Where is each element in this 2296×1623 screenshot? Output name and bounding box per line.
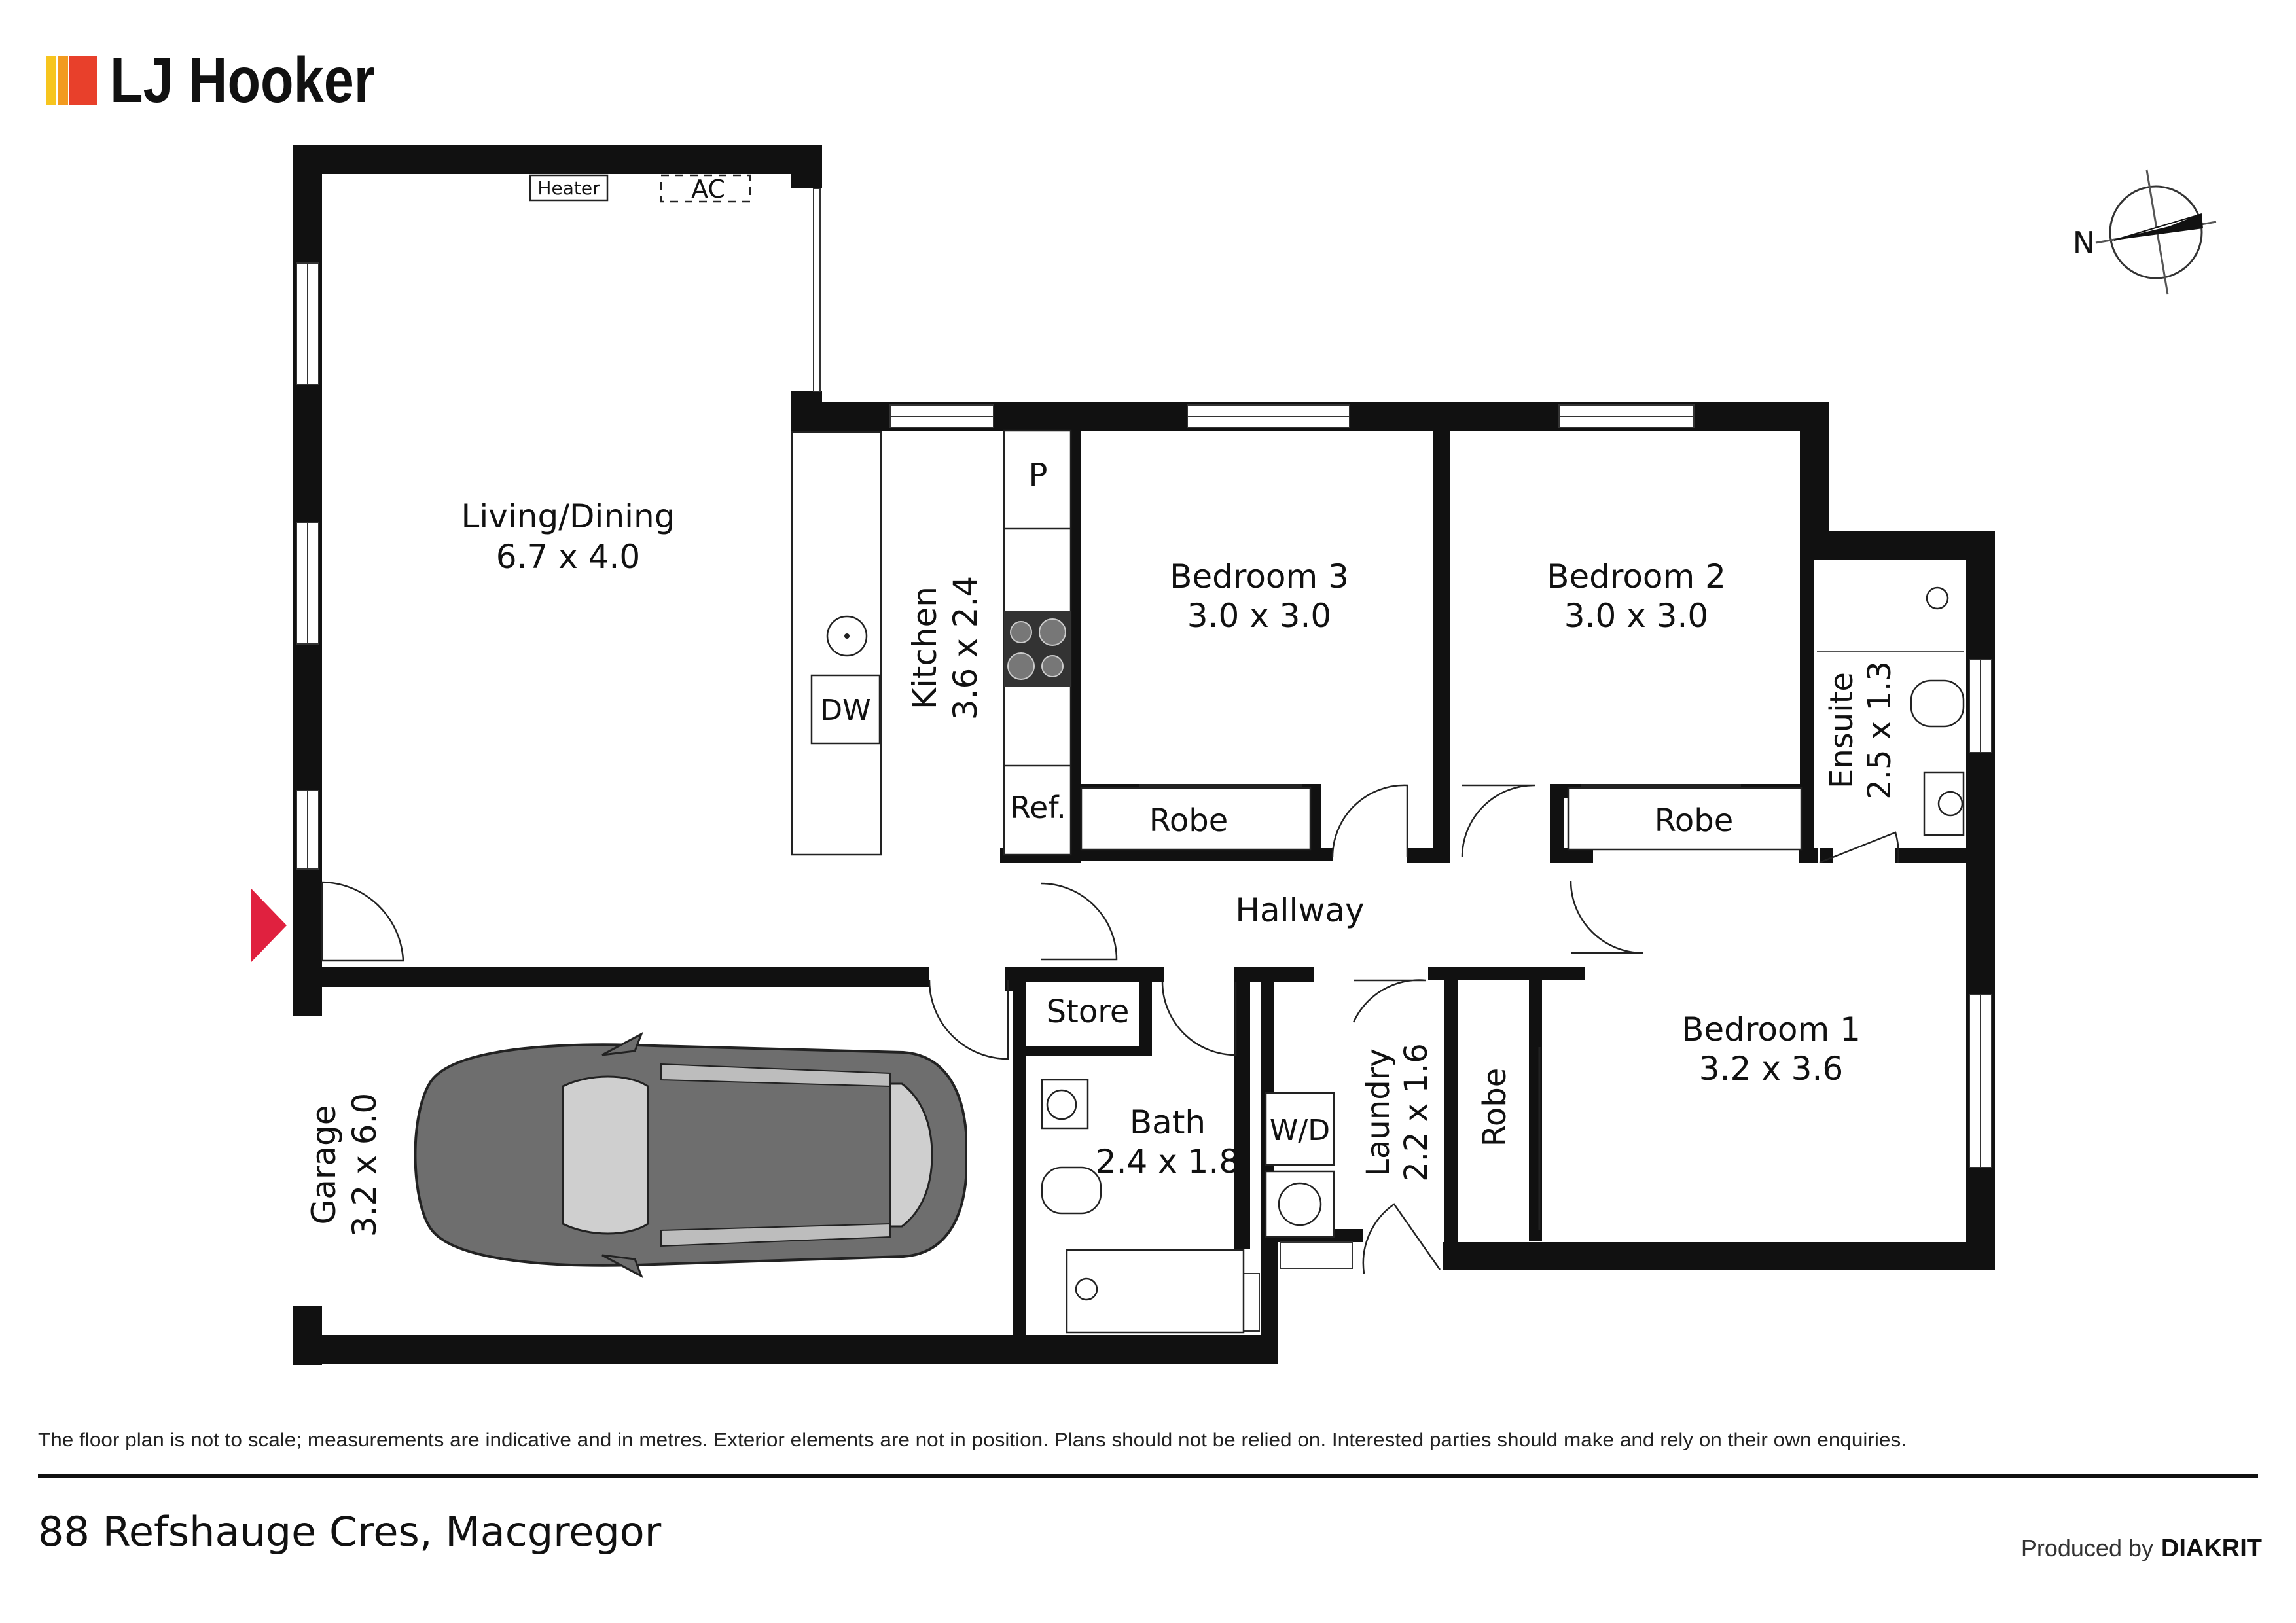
kitchen-size: 3.6 x 2.4 bbox=[946, 576, 984, 720]
produced-by: Produced by DIAKRIT bbox=[2021, 1535, 2262, 1562]
fridge-label: Ref. bbox=[1010, 790, 1066, 825]
garage-size: 3.2 x 6.0 bbox=[346, 1093, 384, 1237]
robe-bedroom-3: Robe bbox=[1080, 784, 1312, 851]
laundry-size: 2.2 x 1.6 bbox=[1398, 1043, 1435, 1182]
laundry-tub bbox=[1265, 1170, 1335, 1238]
laundry-name: Laundry bbox=[1360, 1048, 1397, 1177]
washer-dryer-label: W/D bbox=[1270, 1114, 1330, 1147]
pantry: P bbox=[1029, 457, 1048, 493]
room-labels: Living/Dining 6.7 x 4.0 Kitchen 3.6 x 2.… bbox=[305, 497, 1898, 1237]
store-name: Store bbox=[1047, 993, 1130, 1030]
ensuite-size: 2.5 x 1.3 bbox=[1861, 661, 1898, 800]
bedroom-1-name: Bedroom 1 bbox=[1681, 1010, 1861, 1048]
pantry-label: P bbox=[1029, 457, 1048, 493]
air-conditioner: AC bbox=[660, 174, 751, 204]
ac-label: AC bbox=[691, 175, 725, 204]
robe-bedroom-2: Robe bbox=[1567, 784, 1803, 851]
logo-stripe-orange bbox=[58, 56, 68, 105]
produced-by-company: DIAKRIT bbox=[2161, 1535, 2262, 1562]
kitchen-island bbox=[791, 431, 882, 856]
kitchen-name: Kitchen bbox=[906, 586, 944, 709]
hallway-name: Hallway bbox=[1235, 891, 1364, 929]
heater: Heater bbox=[529, 174, 609, 202]
car-icon bbox=[414, 1031, 967, 1279]
produced-by-prefix: Produced by bbox=[2021, 1535, 2153, 1561]
logo-wordmark: LJ Hooker bbox=[110, 44, 375, 116]
compass-icon: N bbox=[2073, 169, 2217, 295]
robe-bedroom-1: Robe bbox=[1477, 1047, 1541, 1230]
heater-label: Heater bbox=[537, 177, 600, 199]
bath-fixtures bbox=[1041, 1079, 1245, 1334]
ensuite-fixtures bbox=[1817, 586, 1965, 836]
garage-name: Garage bbox=[305, 1105, 343, 1224]
doors bbox=[321, 784, 1899, 1274]
robe-bedroom-1-label: Robe bbox=[1477, 1068, 1513, 1147]
logo-stripe-red bbox=[69, 56, 97, 105]
dishwasher-label: DW bbox=[820, 694, 870, 727]
footer-divider bbox=[38, 1474, 2258, 1478]
bedroom-1-size: 3.2 x 3.6 bbox=[1699, 1050, 1843, 1088]
bedroom-2-size: 3.0 x 3.0 bbox=[1564, 597, 1708, 635]
logo-stripe-yellow bbox=[46, 56, 56, 105]
compass-north-label: N bbox=[2073, 225, 2095, 260]
walls bbox=[293, 145, 1995, 1365]
dishwasher: DW bbox=[810, 674, 881, 745]
ensuite-name: Ensuite bbox=[1823, 672, 1860, 789]
bedroom-3-name: Bedroom 3 bbox=[1170, 558, 1349, 596]
living-name: Living/Dining bbox=[461, 497, 675, 535]
fridge: Ref. bbox=[1010, 790, 1066, 825]
cooktop-icon bbox=[1004, 611, 1071, 687]
disclaimer: The floor plan is not to scale; measurem… bbox=[38, 1429, 1907, 1451]
property-address: 88 Refshauge Cres, Macgregor bbox=[38, 1508, 662, 1556]
entry-arrow-icon bbox=[251, 889, 287, 962]
robe-bedroom-2-label: Robe bbox=[1655, 802, 1734, 839]
bath-size: 2.4 x 1.8 bbox=[1096, 1143, 1240, 1181]
bedroom-3-size: 3.0 x 3.0 bbox=[1187, 597, 1331, 635]
robe-bedroom-3-label: Robe bbox=[1149, 802, 1229, 839]
bedroom-2-name: Bedroom 2 bbox=[1547, 558, 1726, 596]
washer-dryer: W/D bbox=[1265, 1092, 1335, 1166]
bath-name: Bath bbox=[1130, 1103, 1206, 1141]
windows bbox=[296, 188, 1992, 1332]
lj-hooker-logo: LJ Hooker bbox=[46, 44, 375, 116]
living-size: 6.7 x 4.0 bbox=[496, 538, 640, 576]
